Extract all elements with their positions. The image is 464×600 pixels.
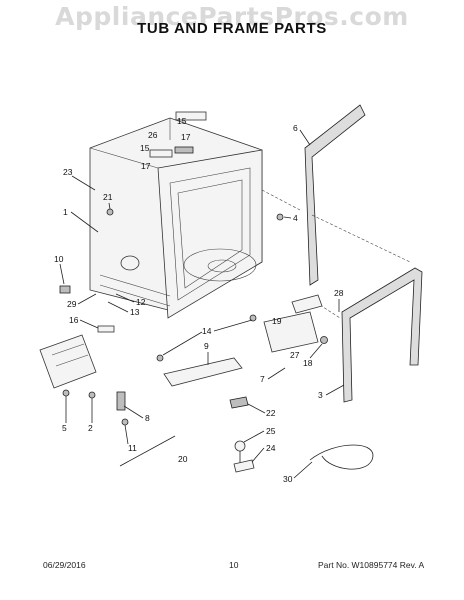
screw-11 [121, 418, 129, 426]
callout-24: 24 [266, 443, 276, 453]
callout-26: 26 [148, 130, 158, 140]
callout-5: 5 [62, 423, 67, 433]
hose-30 [309, 444, 374, 470]
screw-2 [88, 391, 96, 399]
callout-16: 16 [69, 315, 79, 325]
callout-29: 29 [67, 299, 77, 309]
tub-seal [341, 267, 423, 403]
callout-30: 30 [283, 474, 293, 484]
valve-assembly [263, 294, 328, 353]
front-plate [39, 334, 97, 389]
callout-7: 7 [260, 374, 265, 384]
callout-3: 3 [318, 390, 323, 400]
clip-22 [229, 396, 249, 409]
page-title: TUB AND FRAME PARTS [137, 20, 327, 37]
spring [97, 325, 115, 333]
callout-13: 13 [130, 307, 140, 317]
screw-14b [249, 314, 257, 322]
callout-28: 28 [334, 288, 344, 298]
callout-22: 22 [266, 408, 276, 418]
callouts: 1 2 3 4 5 6 7 8 9 10 11 12 13 14 15 15 1… [54, 116, 345, 484]
callout-11: 11 [128, 443, 137, 453]
callout-14: 14 [202, 326, 212, 336]
callout-4: 4 [293, 213, 298, 223]
callout-27: 27 [290, 350, 300, 360]
sensor-24 [233, 440, 255, 473]
callout-20: 20 [178, 454, 188, 464]
plug-4 [276, 213, 284, 221]
callout-17a: 17 [181, 132, 191, 142]
wire-harness [119, 435, 176, 467]
callout-12: 12 [136, 297, 146, 307]
screw-21 [106, 208, 114, 216]
callout-23: 23 [63, 167, 73, 177]
toe-panel [163, 357, 243, 387]
callout-18: 18 [303, 358, 313, 368]
callout-10: 10 [54, 254, 64, 264]
callout-6: 6 [293, 123, 298, 133]
callout-21: 21 [103, 192, 113, 202]
callout-15a: 15 [177, 116, 187, 126]
watermark: AppliancePartsPros.com [55, 2, 409, 31]
bumper-10 [59, 285, 71, 294]
dashed-leaders [261, 189, 411, 319]
footer-date: 06/29/2016 [43, 560, 86, 570]
callout-17b: 17 [141, 161, 151, 171]
callout-19: 19 [272, 316, 282, 326]
callout-8: 8 [145, 413, 150, 423]
callout-25: 25 [266, 426, 276, 436]
footer-part-number: Part No. W10895774 Rev. A [318, 560, 425, 570]
screw-5 [62, 389, 70, 397]
callout-1: 1 [63, 207, 68, 217]
screw-8 [116, 391, 126, 411]
door-gasket [304, 104, 366, 286]
callout-15b: 15 [140, 143, 150, 153]
screw-14a [156, 354, 164, 362]
callout-9: 9 [204, 341, 209, 351]
tub-assembly [89, 111, 263, 319]
callout-2: 2 [88, 423, 93, 433]
footer-page-number: 10 [229, 560, 239, 570]
